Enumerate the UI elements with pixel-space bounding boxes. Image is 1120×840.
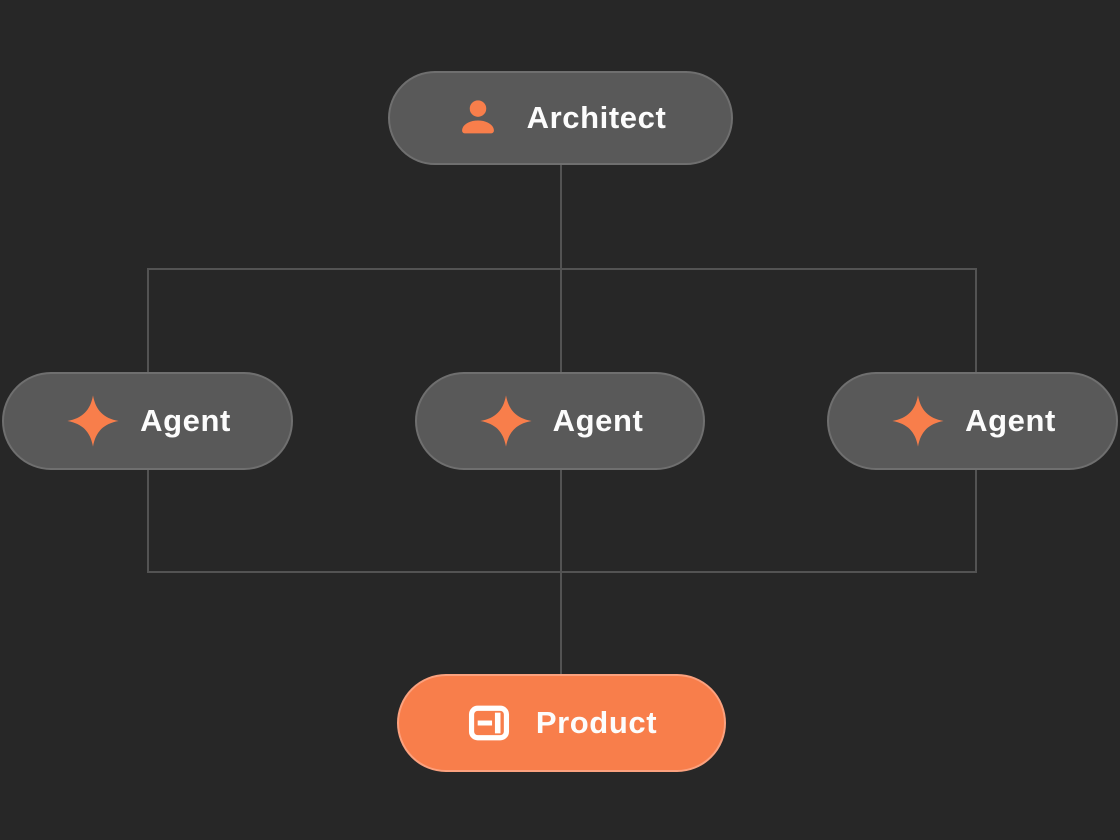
node-label: Architect: [526, 100, 667, 135]
user-icon: [455, 95, 501, 141]
node-label: Agent: [965, 403, 1056, 438]
connector-rail-to-agent-1: [147, 268, 149, 372]
sparkle-icon: [64, 392, 122, 450]
layout-icon: [466, 700, 512, 746]
node-label: Agent: [140, 403, 231, 438]
node-label: Product: [535, 705, 658, 740]
agent-node-3[interactable]: Agent: [827, 372, 1118, 470]
product-node[interactable]: Product: [397, 674, 726, 772]
architect-node[interactable]: Architect: [388, 71, 733, 165]
connector-rail-bottom: [147, 571, 977, 573]
agent-node-1[interactable]: Agent: [2, 372, 293, 470]
agent-node-2[interactable]: Agent: [415, 372, 705, 470]
connector-agent-1-to-rail: [147, 470, 149, 573]
sparkle-icon: [477, 392, 535, 450]
connector-rail-to-agent-3: [975, 268, 977, 372]
connector-agent-3-to-rail: [975, 470, 977, 573]
sparkle-icon: [889, 392, 947, 450]
connector-rail-top: [147, 268, 977, 270]
node-label: Agent: [552, 403, 644, 438]
connector-rail-to-product: [560, 470, 562, 674]
